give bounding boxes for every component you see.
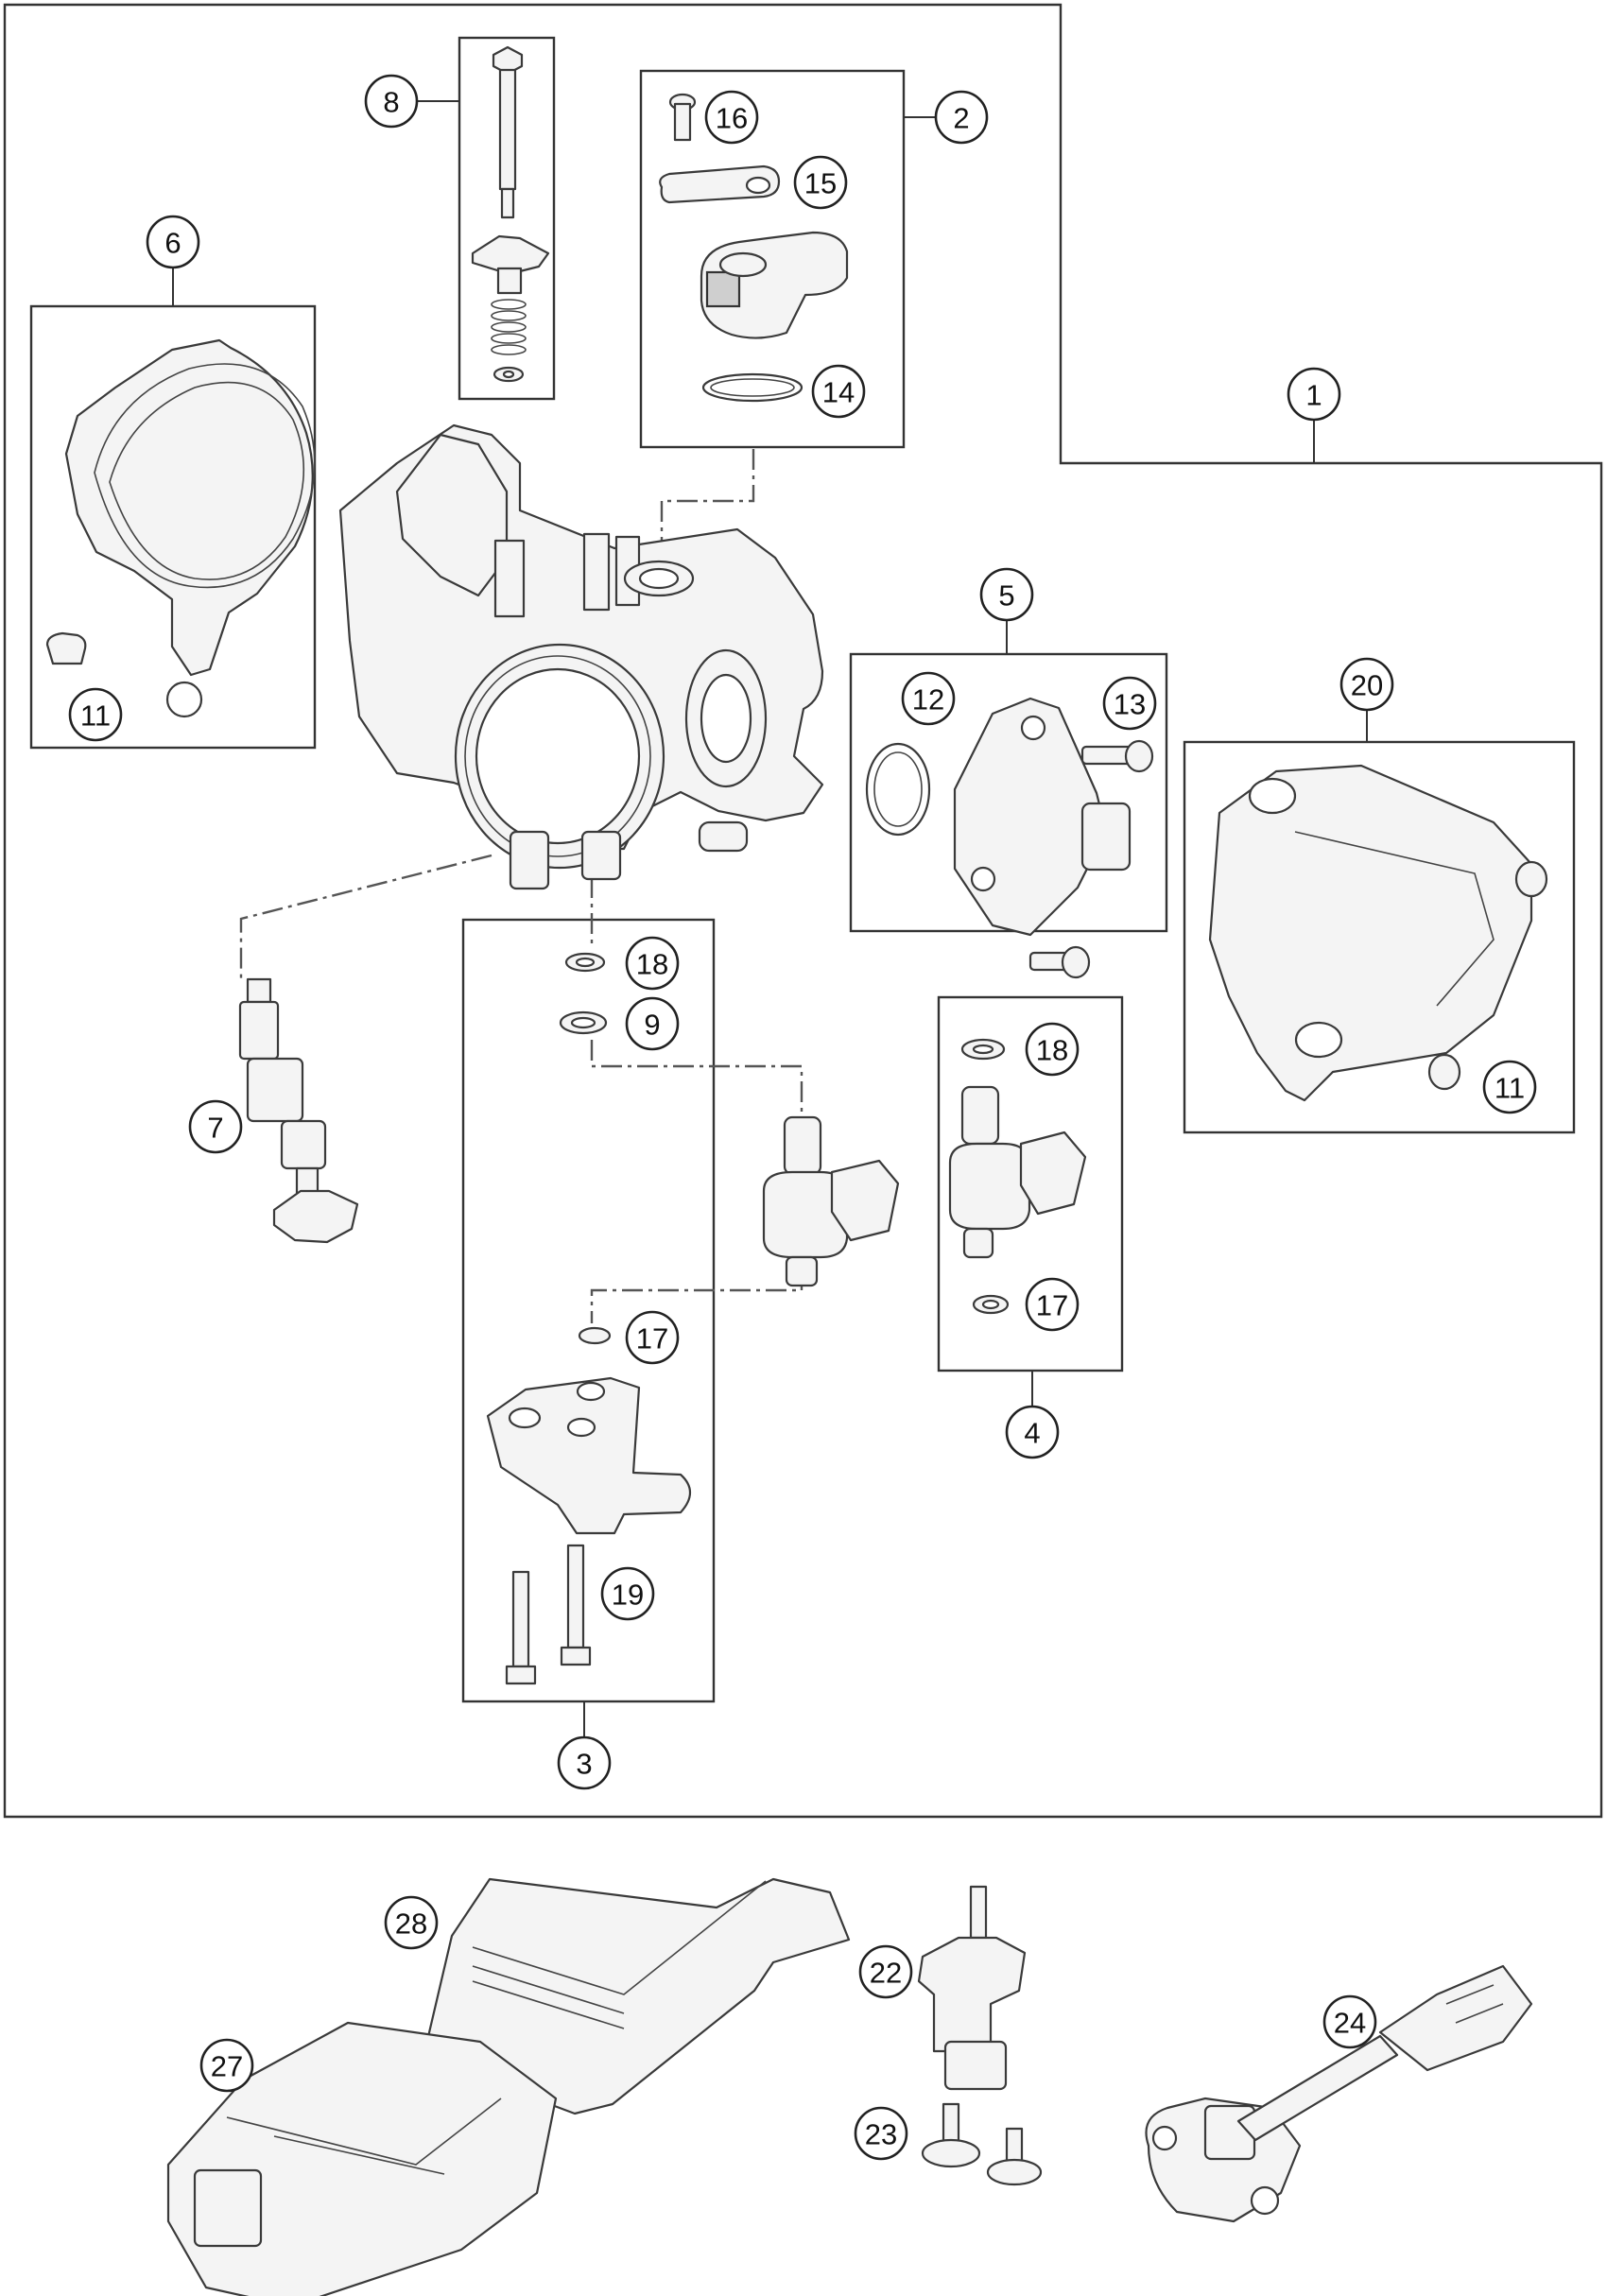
screw-assembly-8 [471, 45, 550, 383]
callout-6: 6 [146, 215, 200, 269]
callout-22: 22 [858, 1944, 913, 1999]
svg-text:6: 6 [164, 227, 181, 260]
svg-text:1: 1 [1305, 379, 1322, 412]
svg-text:18: 18 [1036, 1034, 1068, 1067]
screws-23 [921, 2102, 1043, 2186]
svg-text:11: 11 [1495, 1072, 1525, 1105]
callout-9: 9 [625, 996, 680, 1051]
svg-text:2: 2 [953, 102, 969, 135]
svg-text:8: 8 [383, 86, 399, 119]
group-frame-5 [849, 652, 1168, 933]
callout-13: 13 [1102, 676, 1157, 731]
callout-4: 4 [1005, 1405, 1060, 1459]
callout-19: 19 [600, 1566, 655, 1621]
svg-text:12: 12 [912, 683, 944, 716]
sensor-24 [1145, 1964, 1533, 2223]
cover-6 [45, 338, 316, 718]
svg-text:17: 17 [636, 1322, 668, 1355]
svg-text:24: 24 [1334, 2007, 1366, 2040]
callout-15: 15 [793, 155, 848, 210]
svg-text:19: 19 [612, 1579, 644, 1612]
callout-1: 1 [1287, 367, 1341, 422]
callout-5: 5 [979, 567, 1034, 622]
svg-text:23: 23 [865, 2118, 897, 2151]
svg-text:27: 27 [211, 2050, 243, 2083]
injector-kit-4 [948, 1038, 1087, 1315]
svg-text:18: 18 [636, 948, 668, 981]
callout-23: 23 [854, 2106, 908, 2161]
callout-2: 2 [934, 90, 989, 145]
group-frame-2 [639, 69, 906, 449]
callout-8: 8 [364, 74, 419, 129]
control-unit-27 [166, 2021, 558, 2296]
svg-text:22: 22 [870, 1957, 902, 1990]
svg-text:11: 11 [80, 699, 111, 733]
callout-20: 20 [1339, 657, 1394, 712]
svg-text:20: 20 [1351, 669, 1383, 702]
svg-text:3: 3 [576, 1748, 592, 1781]
group-frame-3 [461, 918, 716, 1703]
svg-text:7: 7 [207, 1112, 223, 1145]
sensor-7 [238, 977, 359, 1244]
svg-text:5: 5 [998, 579, 1014, 613]
assembly-frame-1 [3, 3, 1603, 1819]
callout-11a: 11 [68, 687, 123, 742]
callout-24: 24 [1322, 1994, 1377, 2049]
group-frame-20 [1183, 740, 1576, 1134]
callout-7: 7 [188, 1099, 243, 1154]
throttle-sensor-kit-2 [659, 93, 849, 403]
group-frame-4 [937, 995, 1124, 1372]
callout-11b: 11 [1482, 1060, 1537, 1114]
sensor-22 [917, 1885, 1027, 2091]
injector-kit-3 [486, 952, 900, 1685]
throttle-body-1 [338, 423, 824, 890]
callout-28: 28 [384, 1895, 439, 1950]
svg-text:4: 4 [1024, 1417, 1040, 1450]
map-sensor-kit-5 [865, 697, 1154, 979]
callout-27: 27 [199, 2038, 254, 2093]
svg-text:13: 13 [1114, 688, 1146, 721]
callout-18a: 18 [625, 936, 680, 991]
svg-text:17: 17 [1036, 1289, 1068, 1322]
group-frame-8 [458, 36, 556, 401]
sensor-20 [1208, 764, 1548, 1102]
callout-12: 12 [901, 671, 956, 726]
svg-text:28: 28 [395, 1908, 427, 1941]
callout-14: 14 [811, 364, 866, 419]
callout-16: 16 [704, 90, 759, 145]
callout-3: 3 [557, 1735, 612, 1790]
svg-text:9: 9 [644, 1009, 660, 1042]
svg-text:16: 16 [716, 102, 748, 135]
callout-17b: 17 [1025, 1277, 1080, 1332]
callout-18b: 18 [1025, 1022, 1080, 1077]
callout-17a: 17 [625, 1310, 680, 1365]
svg-text:14: 14 [822, 376, 855, 409]
svg-text:15: 15 [804, 167, 837, 200]
